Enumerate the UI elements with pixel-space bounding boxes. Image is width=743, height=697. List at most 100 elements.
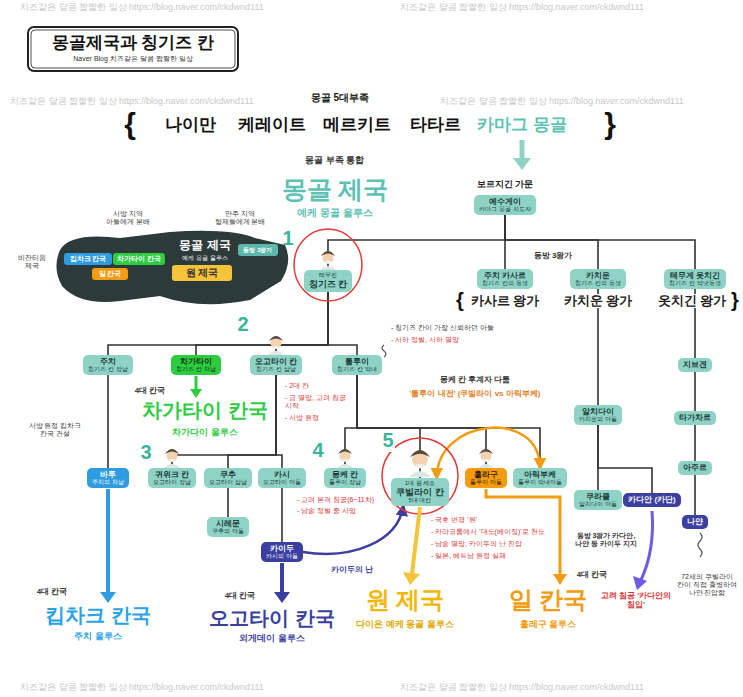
family-box: 나얀 — [682, 515, 708, 528]
box-text: 1대 원 세조 — [396, 480, 444, 487]
portrait — [337, 449, 353, 468]
watermark: 치즈같은 달콤 짭짤한 일상 https://blog.naver.com/ck… — [440, 96, 684, 106]
box-text: 칭기즈 칸 막내 — [337, 366, 376, 373]
box-text: 칭기즈 칸 — [309, 279, 348, 289]
box-text: 테무진 — [309, 272, 348, 279]
box-text: 오고타이 삼남 — [209, 479, 247, 486]
text-label: { — [456, 289, 464, 312]
watermark: 치즈같은 달콤 짭짤한 일상 https://blog.naver.com/ck… — [400, 2, 644, 12]
family-line — [598, 425, 652, 493]
box-text: 카치운 — [575, 271, 620, 280]
text-label: 다이온 예케 몽골 울루스 — [355, 619, 455, 629]
portrait — [478, 449, 494, 468]
box-text: 5대 대칸 — [396, 497, 444, 504]
box-text: 오고타이 칸 — [255, 357, 297, 366]
text-label: 나이만 — [165, 115, 216, 135]
box-text: 주치의 차남 — [92, 479, 124, 486]
family-line — [505, 215, 598, 269]
box-text: 테무게 옷치긴 — [669, 271, 720, 280]
watermark: 치즈같은 달콤 짭짤한 일상 https://blog.naver.com/ck… — [400, 682, 644, 692]
text-label: 4대 칸국 — [224, 591, 257, 600]
box-text: 카치운의 아들 — [579, 416, 617, 423]
box-text: 쿠라클 — [579, 492, 617, 501]
box-text: 주치 — [88, 357, 127, 366]
text-label: 원 제국 — [186, 267, 219, 279]
khanate-arrow — [412, 507, 420, 574]
text-label: 카사르 왕가 — [470, 294, 541, 309]
text-label: 일 칸국 — [99, 270, 122, 278]
text-label: - 국호 변경 '원' — [430, 516, 478, 524]
text-label: - 카라코룸에서 '대도(베이징)'로 천도 — [430, 528, 546, 536]
family-line — [694, 372, 696, 412]
text-label: 고려 침공 '카다안의 침입' — [599, 591, 673, 609]
text-label: 옷치긴 왕가 — [657, 294, 728, 309]
family-box: 카이두카시의 아들 — [261, 542, 303, 562]
box-text: 오고타이 장남 — [153, 479, 191, 486]
text-label: } — [731, 289, 739, 312]
text-label: 훌레구 울루스 — [519, 619, 578, 629]
text-label: 동방 3왕가 — [243, 247, 272, 254]
family-box: 알치다이카치운의 아들 — [574, 405, 622, 425]
text-label: 예케 몽골 울루스 — [297, 207, 373, 219]
box-text: 칭기즈 칸의 동생 — [482, 280, 527, 287]
box-text: 알치다이 — [579, 407, 617, 416]
family-box: 톨루이칭기즈 칸 막내 — [332, 355, 381, 375]
khanate-arrow — [280, 563, 284, 594]
box-text: 차가타이 — [176, 357, 215, 366]
box-text: 쿠추 — [209, 470, 247, 479]
text-label: 4대 칸국 — [36, 587, 69, 596]
watermark: 치즈같은 달콤 짭짤한 일상 https://blog.naver.com/ck… — [10, 96, 254, 106]
box-text: 바투 — [92, 470, 124, 479]
text-label: 동방 3왕가 — [533, 251, 574, 260]
family-line — [505, 215, 695, 269]
text-label: 킵차크 칸국 — [70, 255, 107, 263]
text-label: - 일본, 베트남 원정 실패 — [430, 552, 507, 560]
text-label: 보르지긴 가문 — [477, 179, 534, 189]
family-box: 지브겐 — [678, 358, 712, 371]
box-text: 톨루이 막내아들 — [518, 479, 562, 486]
text-label: 몽골 부족 통합 — [305, 155, 364, 165]
box-text: 지브겐 — [683, 360, 707, 369]
family-box: 바투주치의 차남 — [87, 468, 129, 488]
family-box: 카치운칭기즈 칸의 동생 — [570, 269, 625, 289]
text-label: 3 — [139, 441, 152, 464]
box-text: 쿠추의 아들 — [212, 528, 244, 535]
family-box: 차가타이칭기즈 칸 차남 — [171, 355, 220, 375]
family-box: 테무진칭기즈 칸 — [304, 270, 353, 291]
empire-map — [56, 231, 288, 304]
text-label: { — [124, 107, 136, 142]
text-label: 72세의 쿠빌라이 칸이 직접 출병하여 나얀 진압함 — [675, 573, 739, 597]
family-box: 카시오고타이 아들 — [258, 468, 306, 488]
box-text: 카시의 아들 — [266, 553, 298, 560]
khanate-arrow-head — [274, 592, 290, 603]
family-box: 타가차르 — [674, 411, 716, 424]
map-region — [64, 253, 112, 265]
box-text: 아주르 — [683, 463, 707, 472]
text-label: } — [604, 107, 616, 142]
tribe-arrow — [520, 140, 525, 160]
text-label: 예케 몽골 울루스 — [182, 255, 227, 262]
text-label: - 2대 칸 — [284, 382, 310, 390]
family-line — [107, 375, 109, 468]
invasion-arrow-head — [633, 576, 647, 590]
text-label: - 서방 원정 — [284, 414, 320, 422]
box-text: 칭기즈 칸의 동생 — [575, 280, 620, 287]
box-text: 칭기즈 칸 막냇동생 — [669, 280, 720, 287]
note-squiggle — [698, 533, 702, 557]
family-box: 테무게 옷치긴칭기즈 칸 막냇동생 — [664, 269, 725, 289]
text-label: 서방 원정 킵차크 칸국 건설 — [23, 422, 87, 438]
text-label: Naver Blog 치즈같은 달콤 짭짤한 일상 — [73, 55, 192, 63]
text-label: - 남송 멸망, 카이두의 난 진압 — [430, 540, 523, 548]
box-text: 카이두 — [266, 544, 298, 553]
family-box: 아릭부케톨루이 막내아들 — [513, 468, 567, 488]
box-text: 카다안 (카단) — [628, 495, 676, 504]
family-line — [276, 375, 282, 468]
text-label: 1 — [282, 227, 293, 250]
box-text: 톨루이 장남 — [329, 479, 361, 486]
text-label: 몽골 5대부족 — [311, 92, 369, 104]
family-line — [694, 425, 696, 462]
text-label: 몽케 칸 후계자 다툼 — [439, 375, 512, 384]
edge-label: 카이두의 난 — [331, 565, 373, 574]
box-text: 오고타이 아들 — [263, 479, 301, 486]
box-text: 칭기즈 칸 차남 — [176, 366, 215, 373]
